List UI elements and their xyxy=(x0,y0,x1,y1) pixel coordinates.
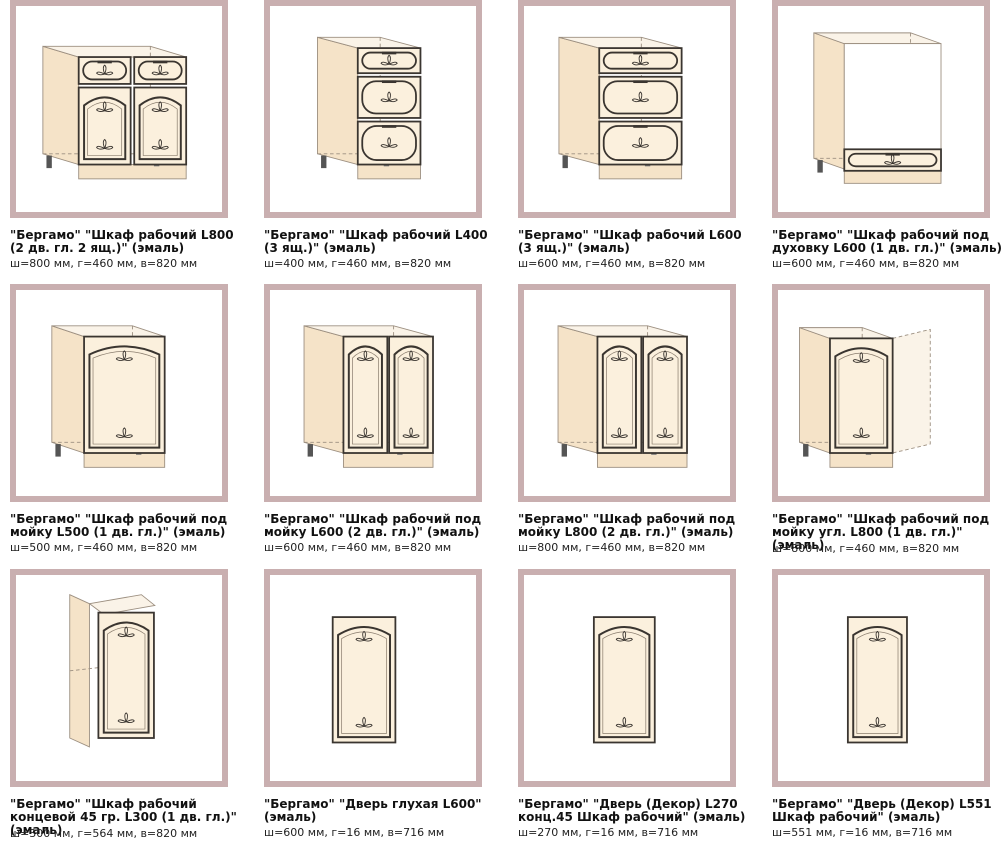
sink-cabinet-2door-wide-icon xyxy=(557,325,688,468)
product-title-link[interactable]: "Бергамо" "Шкаф рабочий под мойку угл. L… xyxy=(772,512,990,552)
product-title-link[interactable]: "Бергамо" "Шкаф рабочий под духовку L600… xyxy=(772,228,1003,255)
product-dimensions: ш=300 мм, г=564 мм, в=820 мм xyxy=(10,827,198,840)
product-image[interactable] xyxy=(518,569,736,787)
product-image[interactable] xyxy=(264,284,482,502)
oven-cabinet-icon xyxy=(813,32,942,184)
product-image[interactable] xyxy=(772,284,990,502)
product-dimensions: ш=270 мм, г=16 мм, в=716 мм xyxy=(518,826,699,839)
product-title-link[interactable]: "Бергамо" "Дверь (Декор) L551 Шкаф рабоч… xyxy=(772,797,992,824)
product-title-link[interactable]: "Бергамо" "Шкаф рабочий под мойку L800 (… xyxy=(518,512,736,539)
product-dimensions: ш=600 мм, г=16 мм, в=716 мм xyxy=(264,826,445,839)
product-dimensions: ш=400 мм, г=460 мм, в=820 мм xyxy=(264,257,452,270)
corner-sink-cabinet-icon xyxy=(799,326,931,468)
product-image[interactable] xyxy=(772,0,990,218)
product-dimensions: ш=800 мм, г=460 мм, в=820 мм xyxy=(772,542,960,555)
product-title-link[interactable]: "Бергамо" "Шкаф рабочий L800 (2 дв. гл. … xyxy=(10,228,234,255)
sink-cabinet-1door-icon xyxy=(51,325,166,468)
product-dimensions: ш=600 мм, г=460 мм, в=820 мм xyxy=(772,257,960,270)
product-title-link[interactable]: "Бергамо" "Дверь (Декор) L270 конц.45 Шк… xyxy=(518,797,746,824)
product-title-link[interactable]: "Бергамо" "Дверь глухая L600" (эмаль) xyxy=(264,797,482,824)
product-dimensions: ш=800 мм, г=460 мм, в=820 мм xyxy=(518,541,706,554)
product-title-link[interactable]: "Бергамо" "Шкаф рабочий концевой 45 гр. … xyxy=(10,797,237,837)
product-image[interactable] xyxy=(518,0,736,218)
product-dimensions: ш=600 мм, г=460 мм, в=820 мм xyxy=(518,257,706,270)
door-decor-270-icon xyxy=(592,616,656,744)
cabinet-2door-2drawer-icon xyxy=(42,45,188,180)
product-image[interactable] xyxy=(10,284,228,502)
product-title-link[interactable]: "Бергамо" "Шкаф рабочий под мойку L500 (… xyxy=(10,512,228,539)
sink-cabinet-2door-icon xyxy=(303,325,434,468)
product-image[interactable] xyxy=(518,284,736,502)
door-decor-551-icon xyxy=(846,616,908,744)
product-image[interactable] xyxy=(264,0,482,218)
product-dimensions: ш=551 мм, г=16 мм, в=716 мм xyxy=(772,826,953,839)
product-title-link[interactable]: "Бергамо" "Шкаф рабочий L600 (3 ящ.)" (э… xyxy=(518,228,742,255)
product-image[interactable] xyxy=(10,569,228,787)
product-dimensions: ш=800 мм, г=460 мм, в=820 мм xyxy=(10,257,198,270)
end-cabinet-45-icon xyxy=(69,594,156,748)
product-image[interactable] xyxy=(264,569,482,787)
cabinet-3drawer-narrow-icon xyxy=(317,36,422,180)
product-image[interactable] xyxy=(772,569,990,787)
cabinet-3drawer-icon xyxy=(558,36,683,180)
door-panel-icon xyxy=(331,616,397,744)
product-image[interactable] xyxy=(10,0,228,218)
product-title-link[interactable]: "Бергамо" "Шкаф рабочий под мойку L600 (… xyxy=(264,512,482,539)
product-dimensions: ш=500 мм, г=460 мм, в=820 мм xyxy=(10,541,198,554)
product-dimensions: ш=600 мм, г=460 мм, в=820 мм xyxy=(264,541,452,554)
product-title-link[interactable]: "Бергамо" "Шкаф рабочий L400 (3 ящ.)" (э… xyxy=(264,228,488,255)
